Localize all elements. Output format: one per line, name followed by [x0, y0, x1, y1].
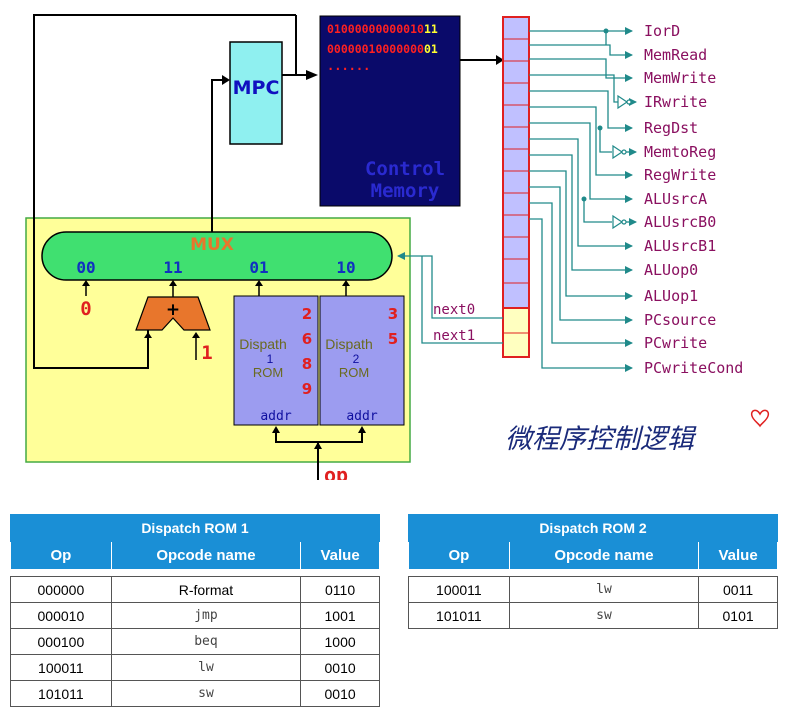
signal-iord: IorD — [644, 22, 680, 40]
svg-text:0100000000001011: 0100000000001011 — [327, 22, 438, 36]
signal-aluop1: ALUop1 — [644, 287, 698, 305]
rom2-sub: 2 — [353, 352, 360, 366]
mux-input-00: 00 — [76, 258, 95, 277]
inverter-icon — [612, 214, 624, 230]
rom2-title: Dispath — [325, 336, 372, 352]
dispatch-rom-2-table: Dispatch ROM 2 Op Opcode name Value 1000… — [408, 514, 778, 629]
adder — [135, 296, 211, 331]
mux — [41, 231, 393, 281]
const-zero: 0 — [80, 298, 91, 320]
inverter-icon — [617, 94, 629, 110]
svg-text:0000001000000001: 0000001000000001 — [327, 42, 438, 56]
rom1-value: 2 — [302, 305, 312, 323]
signal-pcsource: PCsource — [644, 311, 716, 329]
rom1-value: 9 — [302, 380, 312, 398]
signal-memtoreg: MemtoReg — [644, 143, 716, 161]
dispatch-rom-1-table: Dispatch ROM 1 Op Opcode name Value 0000… — [10, 514, 380, 707]
table1-header-value: Value — [300, 541, 380, 570]
mpc-register — [229, 41, 283, 145]
cm-dots: ...... — [327, 59, 370, 73]
rom1-sub: 1 — [267, 352, 274, 366]
cm-label-1: Control — [365, 158, 445, 180]
next-wires — [397, 252, 503, 344]
mux-input-01: 01 — [249, 258, 268, 277]
cm-row1-prefix: 01000000000010 — [327, 22, 424, 36]
signal-memread: MemRead — [644, 46, 707, 64]
rom2-value: 3 — [388, 305, 398, 323]
next0-label: next0 — [433, 302, 475, 318]
mux-input-10: 10 — [336, 258, 355, 277]
signal-regdst: RegDst — [644, 119, 698, 137]
table2-title: Dispatch ROM 2 — [408, 514, 778, 542]
table1-title: Dispatch ROM 1 — [10, 514, 380, 542]
signal-alusrcb1: ALUsrcB1 — [644, 237, 716, 255]
op-label: op — [324, 463, 348, 480]
dispatch-rom-2 — [319, 295, 405, 426]
mux-label: MUX — [190, 235, 234, 255]
cm-row2-suffix: 01 — [424, 42, 438, 56]
signal-aluop0: ALUop0 — [644, 261, 698, 279]
signal-pcwritecond: PCwriteCond — [644, 359, 743, 377]
feedback-wire — [33, 14, 296, 369]
rom2-addr: addr — [346, 409, 377, 424]
rom1-value: 6 — [302, 330, 312, 348]
op-wire — [275, 432, 363, 480]
caption: 微程序控制逻辑 — [505, 424, 697, 455]
heart-icon — [750, 409, 770, 428]
inverter-icon — [612, 144, 624, 160]
table1-header-op: Op — [10, 541, 112, 570]
cm-row1-suffix: 11 — [424, 22, 438, 36]
cm-label-2: Memory — [371, 180, 440, 202]
table2-header-op: Op — [408, 541, 510, 570]
rom1-rom: ROM — [253, 365, 283, 380]
adder-symbol: + — [166, 300, 180, 320]
signal-regwrite: RegWrite — [644, 166, 716, 184]
mux-input-11: 11 — [163, 258, 182, 277]
microinstruction-register — [502, 16, 530, 358]
signal-wires — [529, 27, 637, 372]
rom2-value: 5 — [388, 330, 398, 348]
rom1-addr: addr — [260, 409, 291, 424]
cm-row2-prefix: 00000010000000 — [327, 42, 424, 56]
mpc-label: MPC — [233, 77, 280, 99]
control-memory — [319, 15, 461, 207]
signal-alusrca: ALUsrcA — [644, 190, 707, 208]
signal-pcwrite: PCwrite — [644, 334, 707, 352]
signal-irwrite: IRwrite — [644, 93, 707, 111]
signal-alusrcb0: ALUsrcB0 — [644, 213, 716, 231]
rom1-title: Dispath — [239, 336, 286, 352]
microprogram-control-diagram: MPC 0100000000001011 0000001000000001 ..… — [25, 14, 770, 480]
dispatch-rom-1 — [233, 295, 319, 426]
table1-header-opcode: Opcode name — [110, 541, 302, 570]
table2-header-opcode: Opcode name — [508, 541, 700, 570]
const-one: 1 — [201, 342, 212, 364]
rom1-value: 8 — [302, 355, 312, 373]
signal-memwrite: MemWrite — [644, 69, 716, 87]
table2-header-value: Value — [698, 541, 778, 570]
next1-label: next1 — [433, 328, 475, 344]
rom2-rom: ROM — [339, 365, 369, 380]
